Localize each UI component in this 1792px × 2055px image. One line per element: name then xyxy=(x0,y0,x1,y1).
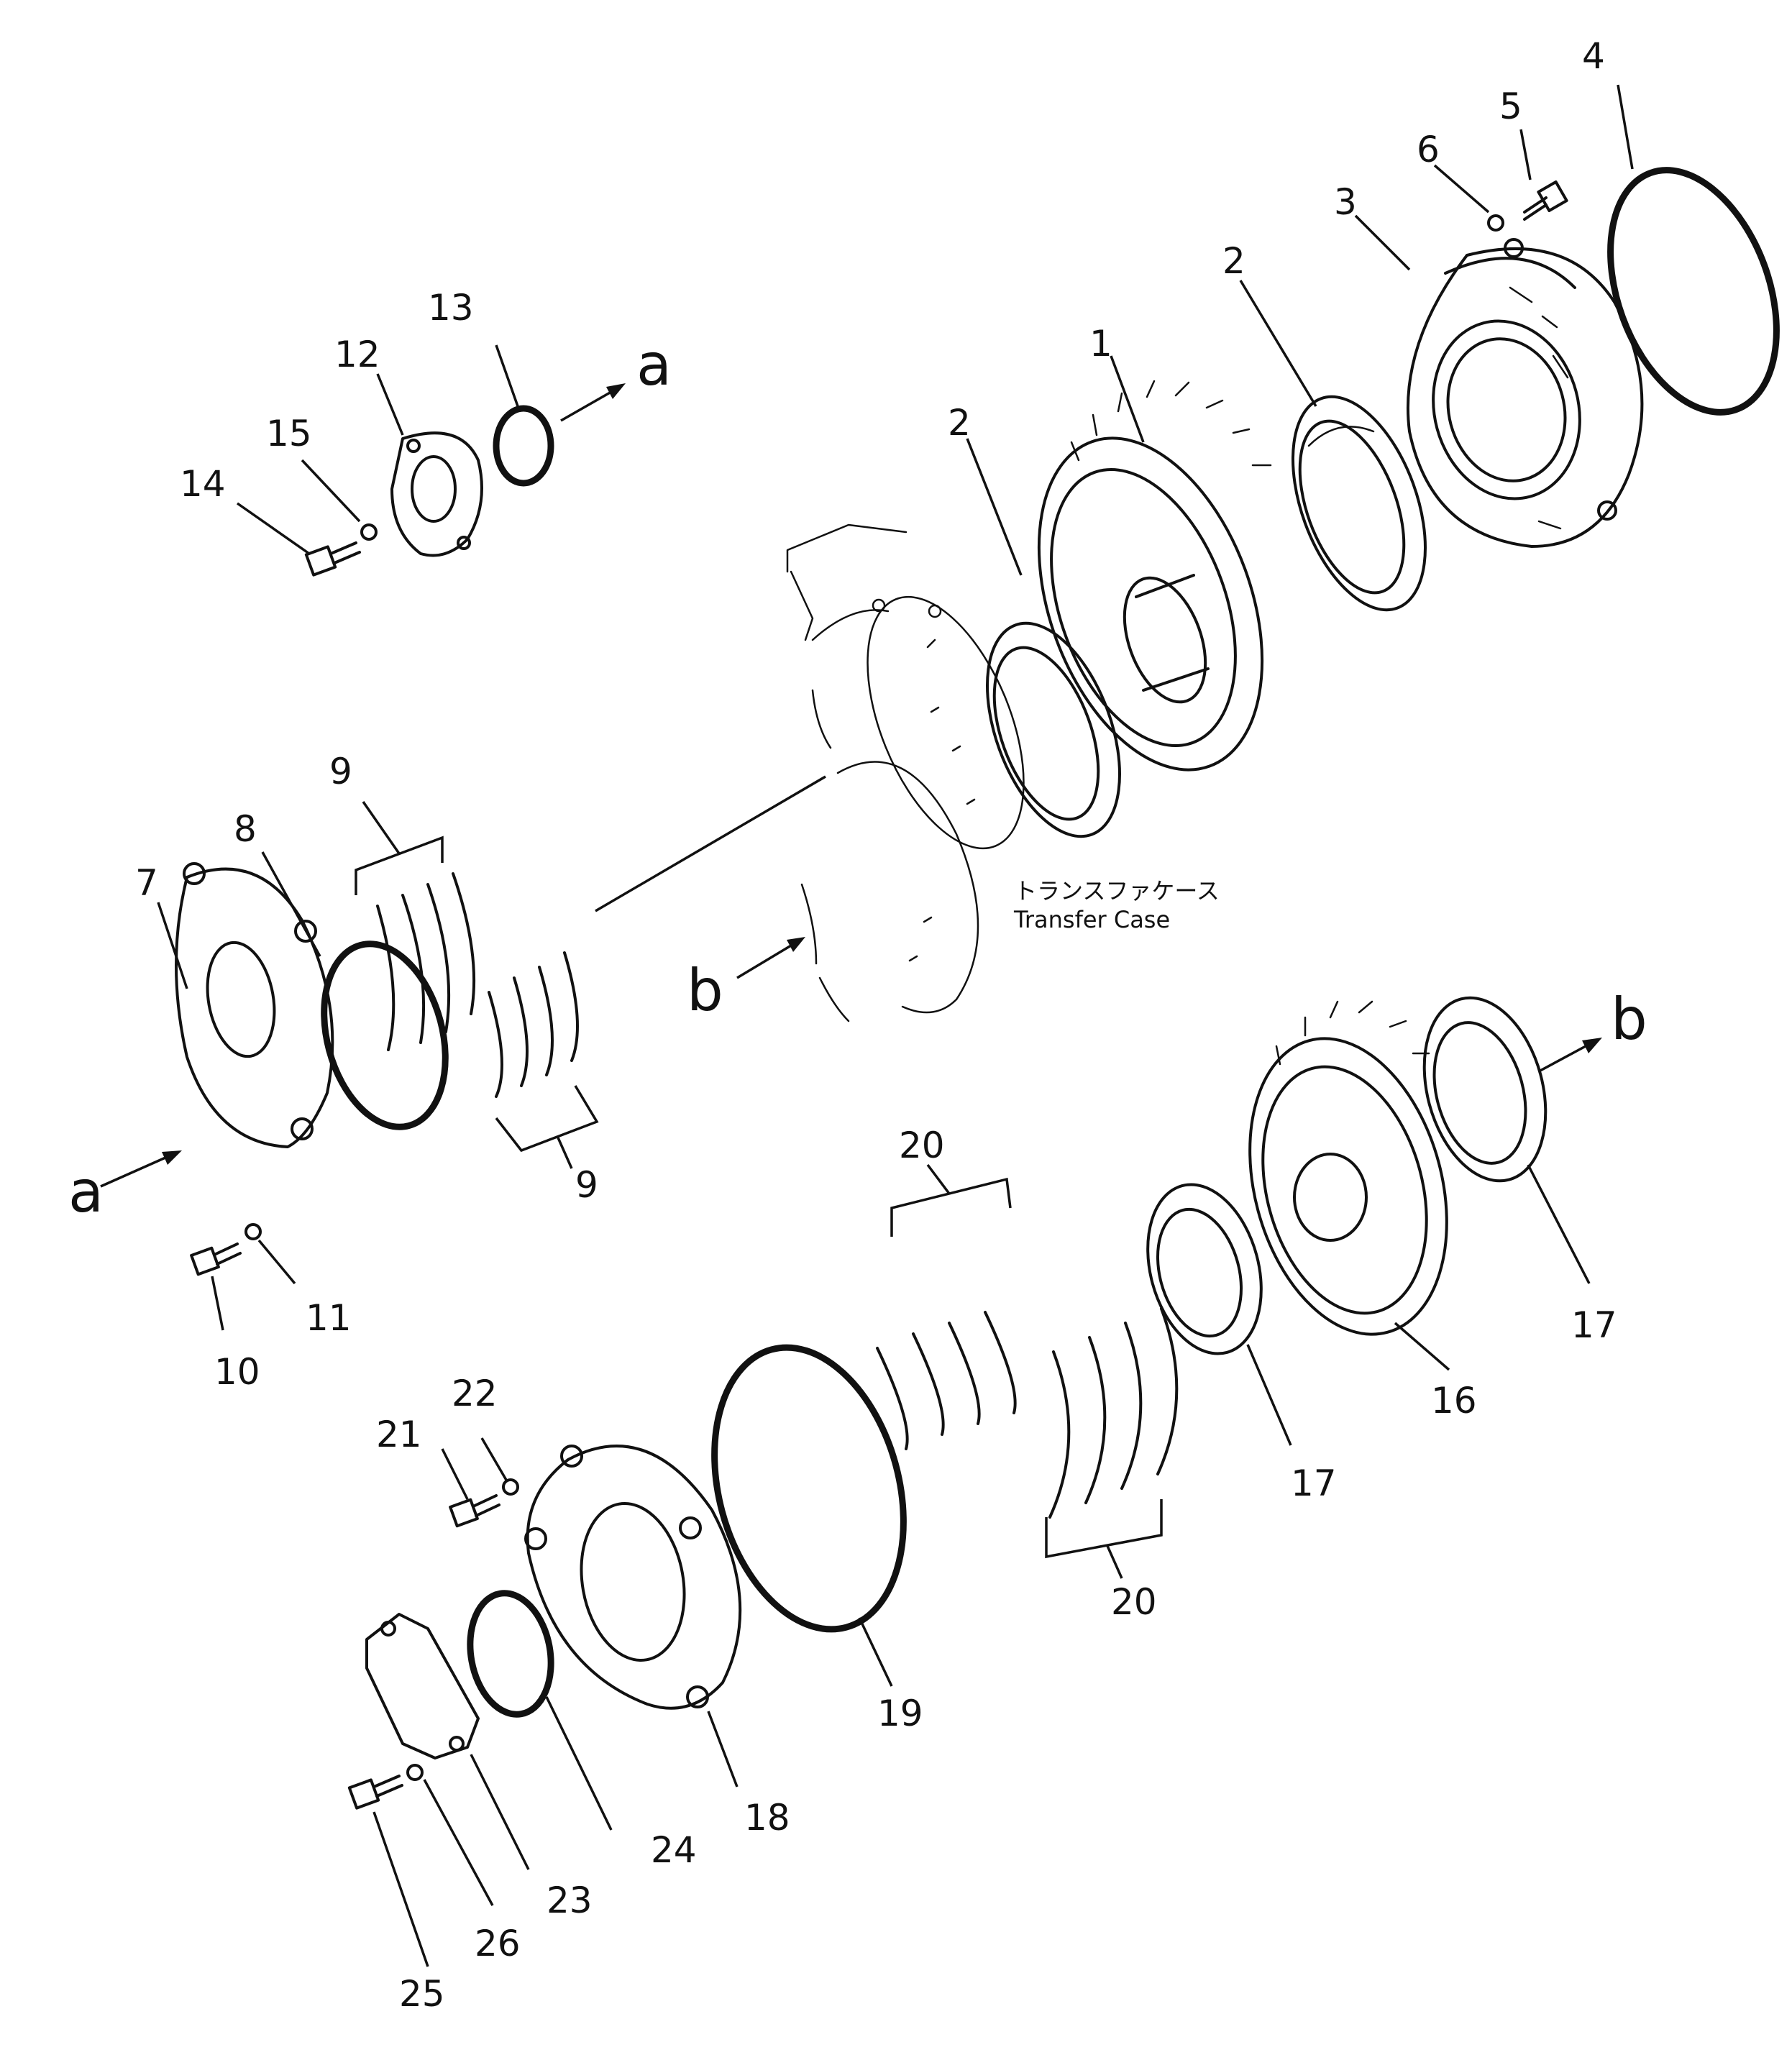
axis-line-upper xyxy=(595,775,826,912)
shims-part-9-upper xyxy=(376,872,476,1051)
o-ring-part-19 xyxy=(711,1344,907,1633)
callout-24: 24 xyxy=(651,1829,697,1871)
callout-13: 13 xyxy=(428,287,474,329)
arrow-b-left xyxy=(736,937,805,979)
o-ring-large-upper xyxy=(1607,167,1780,416)
o-ring-part-24 xyxy=(467,1590,554,1718)
bearing-part-2-left xyxy=(986,621,1121,838)
callout-11: 11 xyxy=(306,1297,352,1339)
bearing-part-17-right xyxy=(1422,996,1548,1183)
callout-26: 26 xyxy=(475,1923,521,1964)
callout-12: 12 xyxy=(334,334,380,375)
callout-15: 15 xyxy=(266,413,312,454)
callout-9-upper: 9 xyxy=(329,751,352,792)
cover-plate-part-12 xyxy=(390,431,483,557)
callout-4: 4 xyxy=(1582,35,1605,77)
washer-part-22 xyxy=(502,1478,519,1496)
transfer-case-outline xyxy=(786,523,1025,1022)
callout-8: 8 xyxy=(234,808,257,850)
leader-lines xyxy=(157,84,1634,1967)
letter-b-left: b xyxy=(687,957,723,1024)
callout-17-left: 17 xyxy=(1291,1463,1337,1504)
bolt-part-25 xyxy=(347,1775,403,1810)
letter-a-upper: a xyxy=(636,331,672,398)
bearing-part-17-left xyxy=(1146,1183,1263,1355)
callout-19: 19 xyxy=(877,1693,923,1734)
callout-21: 21 xyxy=(376,1414,422,1455)
callout-22: 22 xyxy=(452,1373,498,1414)
callout-18: 18 xyxy=(744,1797,790,1839)
callout-9-lower: 9 xyxy=(575,1164,598,1206)
letter-a-lower: a xyxy=(68,1158,104,1225)
shims-part-9-lower xyxy=(488,951,579,1098)
transfer-case-label-english: Transfer Case xyxy=(1013,906,1170,933)
callout-17-right: 17 xyxy=(1571,1304,1617,1346)
callout-7: 7 xyxy=(135,862,158,904)
callout-14: 14 xyxy=(180,463,226,505)
shims-part-20-upper xyxy=(876,1311,1017,1450)
bolt-part-10 xyxy=(190,1242,242,1276)
gear-part-16 xyxy=(1248,1000,1448,1336)
shims-part-20-lower xyxy=(1048,1307,1179,1519)
arrow-a-lower xyxy=(100,1150,182,1188)
plate-part-23 xyxy=(365,1613,480,1759)
callout-20-lower: 20 xyxy=(1111,1581,1157,1623)
bolt-part-5 xyxy=(1523,180,1568,221)
callout-10: 10 xyxy=(214,1351,260,1393)
cover-part-18 xyxy=(524,1445,742,1710)
callout-1: 1 xyxy=(1089,323,1112,365)
callout-6: 6 xyxy=(1417,129,1440,170)
bolt-part-14 xyxy=(304,541,361,577)
arrow-b-right xyxy=(1538,1038,1602,1073)
callout-20-upper: 20 xyxy=(899,1125,945,1166)
callout-2-right: 2 xyxy=(1222,240,1245,282)
callout-2-left: 2 xyxy=(948,402,971,444)
letter-b-right: b xyxy=(1611,986,1647,1053)
callout-5: 5 xyxy=(1499,86,1522,127)
transfer-case-label-japanese: トランスファケース xyxy=(1014,877,1220,905)
gear-part-1 xyxy=(1037,380,1272,772)
callout-3: 3 xyxy=(1334,181,1357,223)
o-ring-part-13 xyxy=(493,405,554,487)
bearing-part-2-right xyxy=(1292,395,1427,612)
arrow-a-upper xyxy=(560,383,626,422)
washer-part-11 xyxy=(244,1223,262,1240)
washer-part-6 xyxy=(1487,214,1504,232)
callout-25: 25 xyxy=(399,1973,445,2015)
o-ring-part-8 xyxy=(321,940,449,1130)
callout-23: 23 xyxy=(547,1880,593,1921)
upper-cover-housing xyxy=(1406,238,1644,548)
bolt-part-21 xyxy=(449,1494,500,1528)
washer-part-26 xyxy=(406,1764,424,1781)
washer-part-15 xyxy=(360,523,378,541)
callout-16: 16 xyxy=(1431,1380,1477,1422)
cover-part-7 xyxy=(175,862,334,1148)
